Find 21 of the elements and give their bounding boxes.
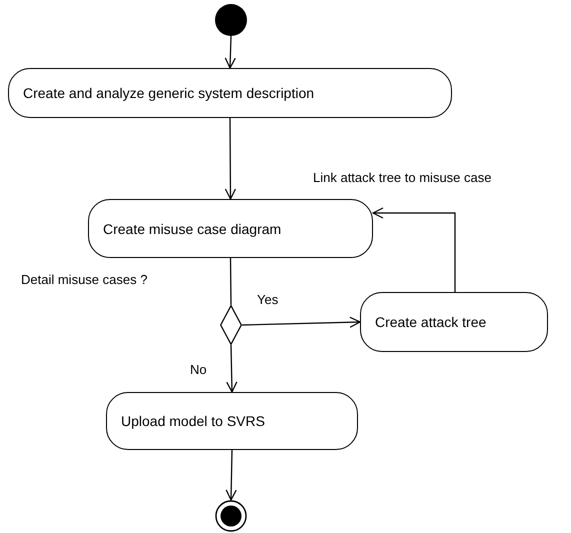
arrow <box>224 118 236 200</box>
arrow <box>226 450 237 501</box>
initial-node <box>215 4 247 36</box>
arrow <box>224 36 236 69</box>
activity-box <box>106 392 358 450</box>
activity-box <box>8 68 452 118</box>
arrow <box>242 316 361 328</box>
activity-label: Upload model to SVRS <box>121 413 265 429</box>
final-node <box>215 500 247 532</box>
decision-label: Detail misuse cases ? <box>20 272 148 287</box>
decision-diamond <box>220 305 242 345</box>
activity-label: Create and analyze generic system description <box>23 85 314 101</box>
activity-box <box>88 199 373 258</box>
activity-label: Create attack tree <box>375 314 486 330</box>
edge-label: Link attack tree to misuse case <box>312 170 492 185</box>
activity-label: Create misuse case diagram <box>103 220 282 236</box>
edge-label: No <box>189 362 208 377</box>
arrow <box>372 207 456 292</box>
activity-box <box>360 292 548 352</box>
arrow <box>226 344 238 393</box>
edge-label: Yes <box>256 292 280 307</box>
